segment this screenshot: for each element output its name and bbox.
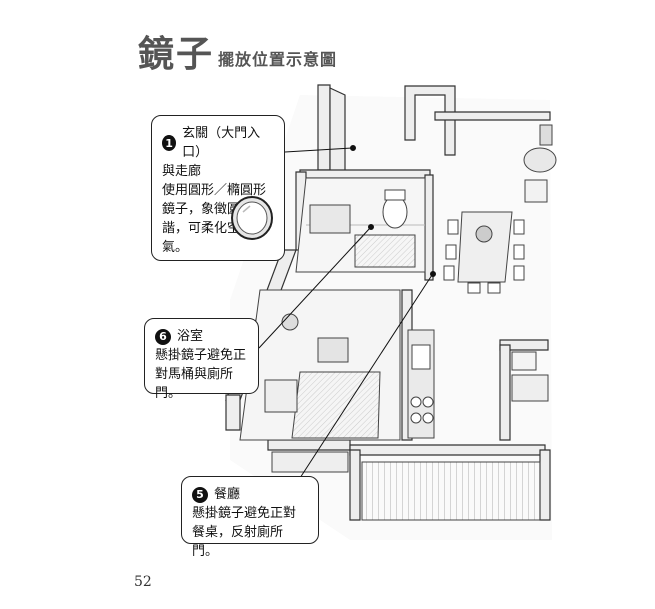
storage-cabinets	[511, 351, 549, 402]
dining-table	[443, 211, 525, 294]
title-sub: 擺放位置示意圖	[218, 50, 338, 69]
callout-body: 懸掛鏡子避免正對馬桶與廁所門。	[155, 348, 247, 401]
bedroom-area	[239, 289, 401, 441]
page-title: 鏡子 擺放位置示意圖	[138, 36, 337, 72]
round-mirror-icon	[231, 196, 273, 240]
kitchen-area	[407, 329, 435, 439]
leader-lines	[258, 145, 436, 479]
callout-number: 6	[155, 328, 171, 345]
callout-dining: 5 餐廳 懸掛鏡子避免正對餐桌，反射廁所門。	[181, 476, 319, 559]
callout-heading: 餐廳	[214, 487, 241, 502]
bathroom-area	[295, 177, 426, 273]
balcony-area	[271, 451, 541, 521]
callout-entrance: 1 玄關（大門入口） 與走廊 使用圓形／橢圓形鏡子，象徵圓滿和諧，可柔化空間銳氣…	[151, 115, 285, 261]
page-number: 52	[134, 574, 152, 590]
living-furniture	[523, 124, 557, 203]
callout-number: 5	[192, 486, 208, 503]
title-main: 鏡子	[138, 33, 215, 75]
walls	[225, 84, 551, 521]
callout-heading: 玄關（大門入口）	[182, 126, 261, 160]
callout-heading: 浴室	[177, 329, 204, 344]
callout-body: 懸掛鏡子避免正對餐桌，反射廁所門。	[192, 506, 297, 559]
callout-bathroom: 6 浴室 懸掛鏡子避免正對馬桶與廁所門。	[144, 318, 259, 401]
callout-number: 1	[162, 135, 177, 151]
